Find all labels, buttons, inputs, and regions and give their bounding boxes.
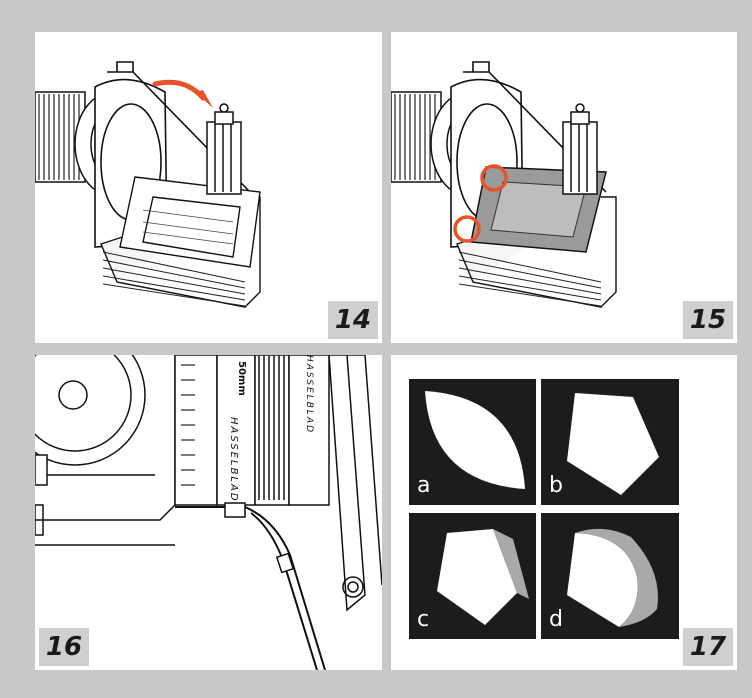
figure-14-panel: 14 xyxy=(35,32,382,343)
aperture-letter: d xyxy=(549,607,563,632)
figure-number: 17 xyxy=(683,628,733,666)
aperture-c: c xyxy=(409,513,536,639)
lens-brand-marking: HASSELBLAD xyxy=(228,417,239,503)
aperture-letter: a xyxy=(417,473,431,498)
bellows-shade-with-filter-illustration xyxy=(391,61,617,308)
aperture-letter: c xyxy=(417,607,430,632)
lens-brand-marking-2: HASSELBLAD xyxy=(304,355,314,434)
figure-15-panel: 15 xyxy=(391,32,737,343)
lens-cable-release-illustration: 50mm HASSELBLAD HASSELBLAD xyxy=(35,355,382,670)
aperture-b: b xyxy=(541,379,679,505)
lens-focal-marking: 50mm xyxy=(236,361,247,396)
aperture-d: d xyxy=(541,513,679,639)
bellows-shade-illustration xyxy=(35,61,261,308)
figure-17-panel: a b c d 17 xyxy=(391,355,737,670)
figure-number: 14 xyxy=(328,301,378,339)
figure-number: 15 xyxy=(683,301,733,339)
aperture-a: a xyxy=(409,379,536,505)
figure-number: 16 xyxy=(39,628,89,666)
figure-16-panel: 50mm HASSELBLAD HASSELBLAD 16 xyxy=(35,355,382,670)
aperture-letter: b xyxy=(549,473,563,498)
